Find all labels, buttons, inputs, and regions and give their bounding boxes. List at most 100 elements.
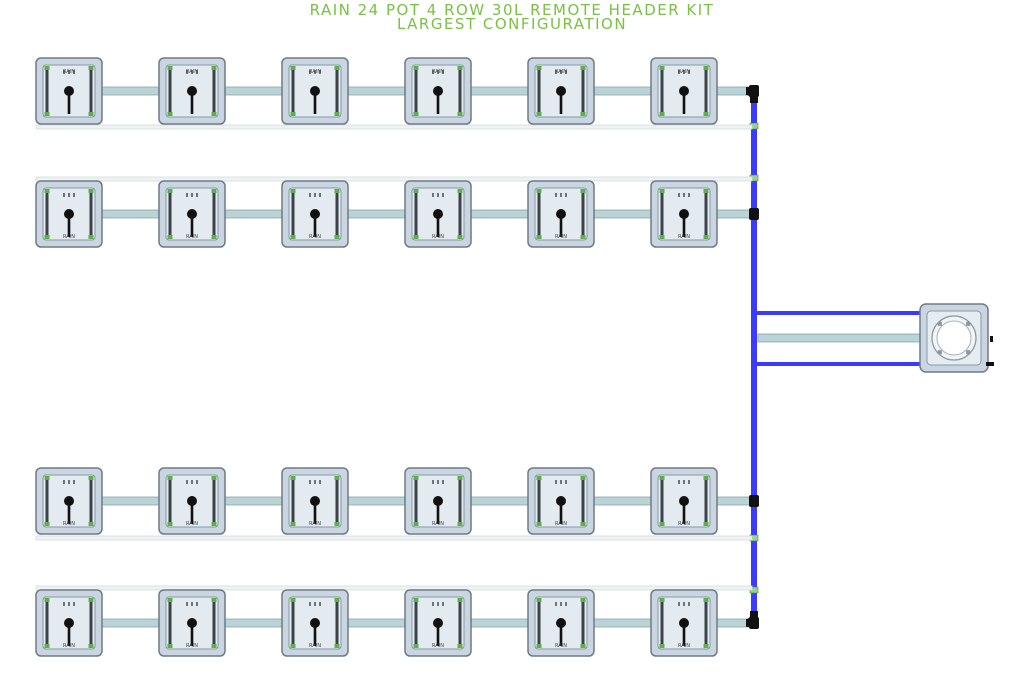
row-pipe [35,209,755,219]
pot: RAIN [650,57,718,125]
drip-tip [703,66,709,70]
pot: RAIN [35,467,103,535]
lid-mark [437,70,439,74]
lid-mark [196,70,198,74]
drip-stake [581,67,585,115]
drip-stake [660,67,664,115]
drip-tip [334,189,340,193]
drain-stem [67,214,71,237]
diagram-title-line-2: LARGEST CONFIGURATION [396,15,628,33]
pot: RAIN [35,57,103,125]
drip-tip [44,235,50,239]
pot: RAIN [158,180,226,248]
lid-mark [191,480,193,484]
lid-mark [442,602,444,606]
pot-brand-label: RAIN [309,521,321,527]
drip-tip [536,476,542,480]
lid-mark [442,480,444,484]
drain-stem [436,214,440,237]
drain-stem [67,501,71,524]
drip-tip [457,189,463,193]
pot-brand-label: RAIN [186,69,198,75]
lid-mark [196,193,198,197]
lid-mark [432,480,434,484]
lid-mark [73,193,75,197]
drip-tip [413,522,419,526]
drain-stem [436,91,440,114]
pot-brand-label: RAIN [309,69,321,75]
drip-tip [211,112,217,116]
drain-stem [190,501,194,524]
drip-stake [704,67,708,115]
lid-mark [683,70,685,74]
drain-stem [436,501,440,524]
drip-tip [703,476,709,480]
lid-mark [63,602,65,606]
pot-brand-label: RAIN [63,643,75,649]
pot: RAIN [281,589,349,657]
drip-tip [659,112,665,116]
drip-tip [536,235,542,239]
drip-tip [580,235,586,239]
drip-tip [211,235,217,239]
drip-stake [414,190,418,238]
drip-tip [44,476,50,480]
lid-mark [63,70,65,74]
drain-stem [190,91,194,114]
drip-tip [334,235,340,239]
top-elbow [746,87,758,103]
lid-mark [314,193,316,197]
drip-tip [457,476,463,480]
row-pipe [35,618,755,628]
drain-stem [313,623,317,646]
drip-stake [537,599,541,647]
drip-stake [89,477,93,525]
drip-tip [413,66,419,70]
drip-tip [580,522,586,526]
drip-tip [290,189,296,193]
drip-tip [44,189,50,193]
drip-stake [212,67,216,115]
lid-mark [73,480,75,484]
pot-brand-label: RAIN [309,234,321,240]
drip-tip [290,235,296,239]
drip-tip [334,598,340,602]
pots: RAIN RAIN RAIN RAIN RAIN RAIN RAIN RAIN RAIN RAIN… [35,57,718,657]
pot: RAIN [404,589,472,657]
pot: RAIN [404,180,472,248]
pot-brand-label: RAIN [432,521,444,527]
lid-mark [683,602,685,606]
pot-brand-label: RAIN [678,521,690,527]
pot: RAIN [650,467,718,535]
drip-tip [211,476,217,480]
drip-tip [703,644,709,648]
lid-mark [191,70,193,74]
lid-mark [560,70,562,74]
drain-stem [682,214,686,237]
lid-mark [678,602,680,606]
lid-mark [186,70,188,74]
drip-tip [413,476,419,480]
drip-tip [580,598,586,602]
lid-mark [309,70,311,74]
drain-stem [559,214,563,237]
drip-tip [703,235,709,239]
lid-mark [186,193,188,197]
drip-tip [536,66,542,70]
drip-stake [291,477,295,525]
lid-mark [555,602,557,606]
lid-mark [68,70,70,74]
drip-tip [167,189,173,193]
drip-tip [88,235,94,239]
lid-mark [678,70,680,74]
drip-stake [168,599,172,647]
drip-tip [580,112,586,116]
drip-stake [458,190,462,238]
lid-mark [68,602,70,606]
drip-tip [536,598,542,602]
drain-stem [313,214,317,237]
drain-stem [559,91,563,114]
pot: RAIN [650,180,718,248]
drip-tip [703,189,709,193]
